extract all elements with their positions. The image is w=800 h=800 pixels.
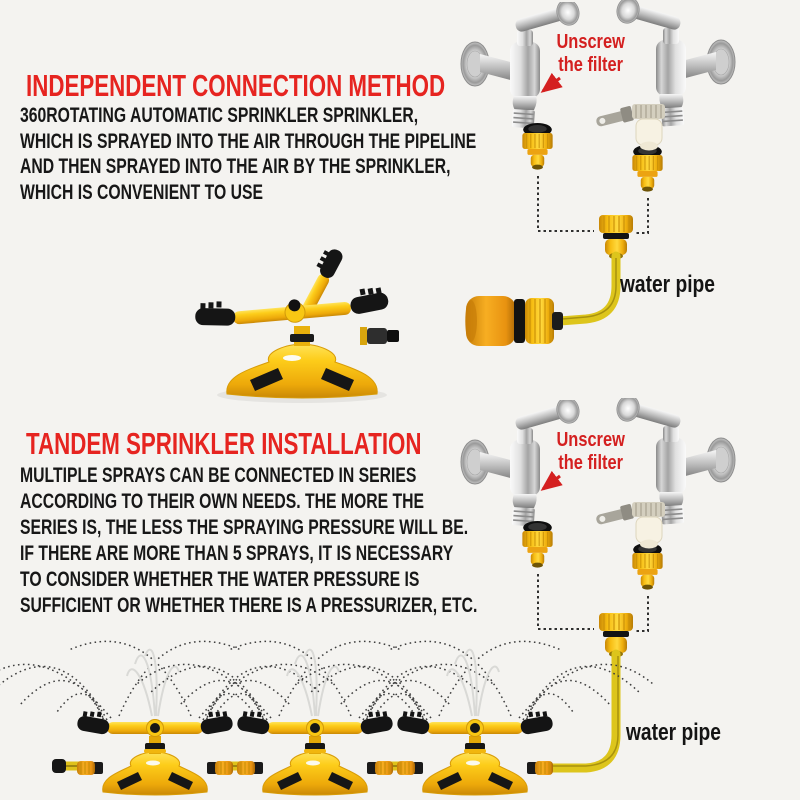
- hose-stripe: [561, 258, 617, 320]
- water-pipe-hose: [555, 251, 621, 326]
- spray-arcs: [136, 640, 494, 725]
- body-line: AND THEN SPRAYED INTO THE AIR BY THE SPR…: [20, 155, 451, 178]
- tandem-connection-diagram: [461, 393, 735, 773]
- body-line: ACCORDING TO THEIR OWN NEEDS. THE MORE T…: [20, 490, 424, 513]
- section2-heading: TANDEM SPRINKLER INSTALLATION: [26, 426, 422, 461]
- sprinkler-illustration: [76, 711, 234, 795]
- body-line: IF THERE ARE MORE THAN 5 SPRAYS, IT IS N…: [20, 542, 454, 565]
- spray-arcs: [0, 640, 334, 725]
- body-line: 360ROTATING AUTOMATIC SPRINKLER SPRINKLE…: [20, 104, 419, 127]
- sprinkler-illustration: [236, 711, 394, 795]
- body-line: SERIES IS, THE LESS THE SPRAYING PRESSUR…: [20, 516, 469, 539]
- section1-heading: INDEPENDENT CONNECTION METHOD: [26, 68, 446, 103]
- body-line: TO CONSIDER WHETHER THE WATER PRESSURE I…: [20, 568, 420, 591]
- tandem-sprinkler-row: [0, 640, 654, 795]
- pipe-end-cap: [52, 759, 66, 773]
- body-line: WHICH IS CONVENIENT TO USE: [20, 180, 263, 204]
- section1-body: 360ROTATING AUTOMATIC SPRINKLER SPRINKLE…: [20, 103, 476, 205]
- sprinkler-rotor: [195, 287, 389, 326]
- unscrew-filter-label: Unscrew the filter: [556, 429, 625, 474]
- body-line: SUFFICIENT OR WHETHER THERE IS A PRESSUR…: [20, 594, 478, 617]
- unscrew-filter-label: Unscrew the filter: [556, 31, 625, 76]
- rotating-sprinkler-product: [195, 249, 399, 403]
- spray-arcs: [296, 640, 654, 725]
- water-pipe-label: water pipe: [626, 719, 721, 746]
- independent-connection-diagram: [461, 0, 735, 347]
- body-line: MULTIPLE SPRAYS CAN BE CONNECTED IN SERI…: [20, 464, 417, 487]
- hose-connector-port: [360, 327, 399, 345]
- water-pipe-label: water pipe: [620, 271, 715, 298]
- hose-stripe: [551, 656, 619, 767]
- section2-body: MULTIPLE SPRAYS CAN BE CONNECTED IN SERI…: [20, 463, 477, 619]
- water-pipe-hose: [544, 649, 621, 773]
- sprinkler-illustration: [396, 711, 554, 795]
- body-line: WHICH IS SPRAYED INTO THE AIR THROUGH TH…: [20, 129, 477, 153]
- quick-connector-illustration: [464, 295, 564, 347]
